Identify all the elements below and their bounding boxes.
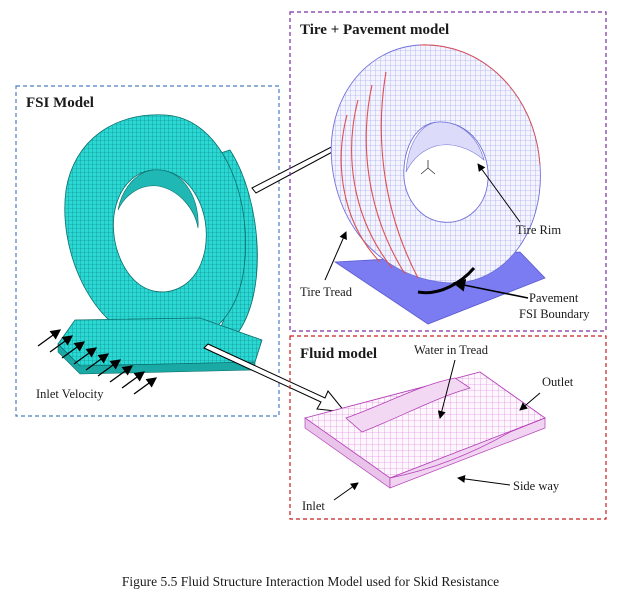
tire-pavement-panel-title: Tire + Pavement model xyxy=(300,22,449,38)
fsi-panel-border xyxy=(15,85,280,417)
tire-tread-label: Tire Tread xyxy=(300,285,353,299)
pavement-label-line1: Pavement xyxy=(529,291,579,305)
side-way-leader xyxy=(457,474,511,486)
figure-caption: Figure 5.5 Fluid Structure Interaction M… xyxy=(121,574,500,589)
tire-pavement-mesh xyxy=(330,44,546,325)
fluid-mesh xyxy=(303,371,546,489)
fluid-panel-border xyxy=(289,335,607,520)
tire-rim-leader xyxy=(477,163,521,223)
outlet-label: Outlet xyxy=(542,375,574,389)
fsi-panel-title: FSI Model xyxy=(26,95,94,111)
fsi-tire-mesh xyxy=(57,114,263,375)
fluid-panel-title: Fluid model xyxy=(300,346,377,362)
water-in-tread-label: Water in Tread xyxy=(414,343,489,357)
water-in-tread-leader xyxy=(437,359,456,419)
tire-pavement-panel-border xyxy=(289,11,607,332)
inlet-velocity-arrows xyxy=(37,329,158,395)
inlet-velocity-label: Inlet Velocity xyxy=(36,387,104,401)
tire-rim-label: Tire Rim xyxy=(516,223,561,237)
pavement-leader xyxy=(452,278,529,299)
outlet-leader xyxy=(519,392,541,411)
inlet-label: Inlet xyxy=(302,499,325,513)
tire-tread-leader xyxy=(324,231,347,281)
arrow-to-fluid-model xyxy=(203,343,347,413)
pavement-label-line2: FSI Boundary xyxy=(519,307,590,321)
inlet-leader xyxy=(333,482,359,501)
side-way-label: Side way xyxy=(513,479,560,493)
